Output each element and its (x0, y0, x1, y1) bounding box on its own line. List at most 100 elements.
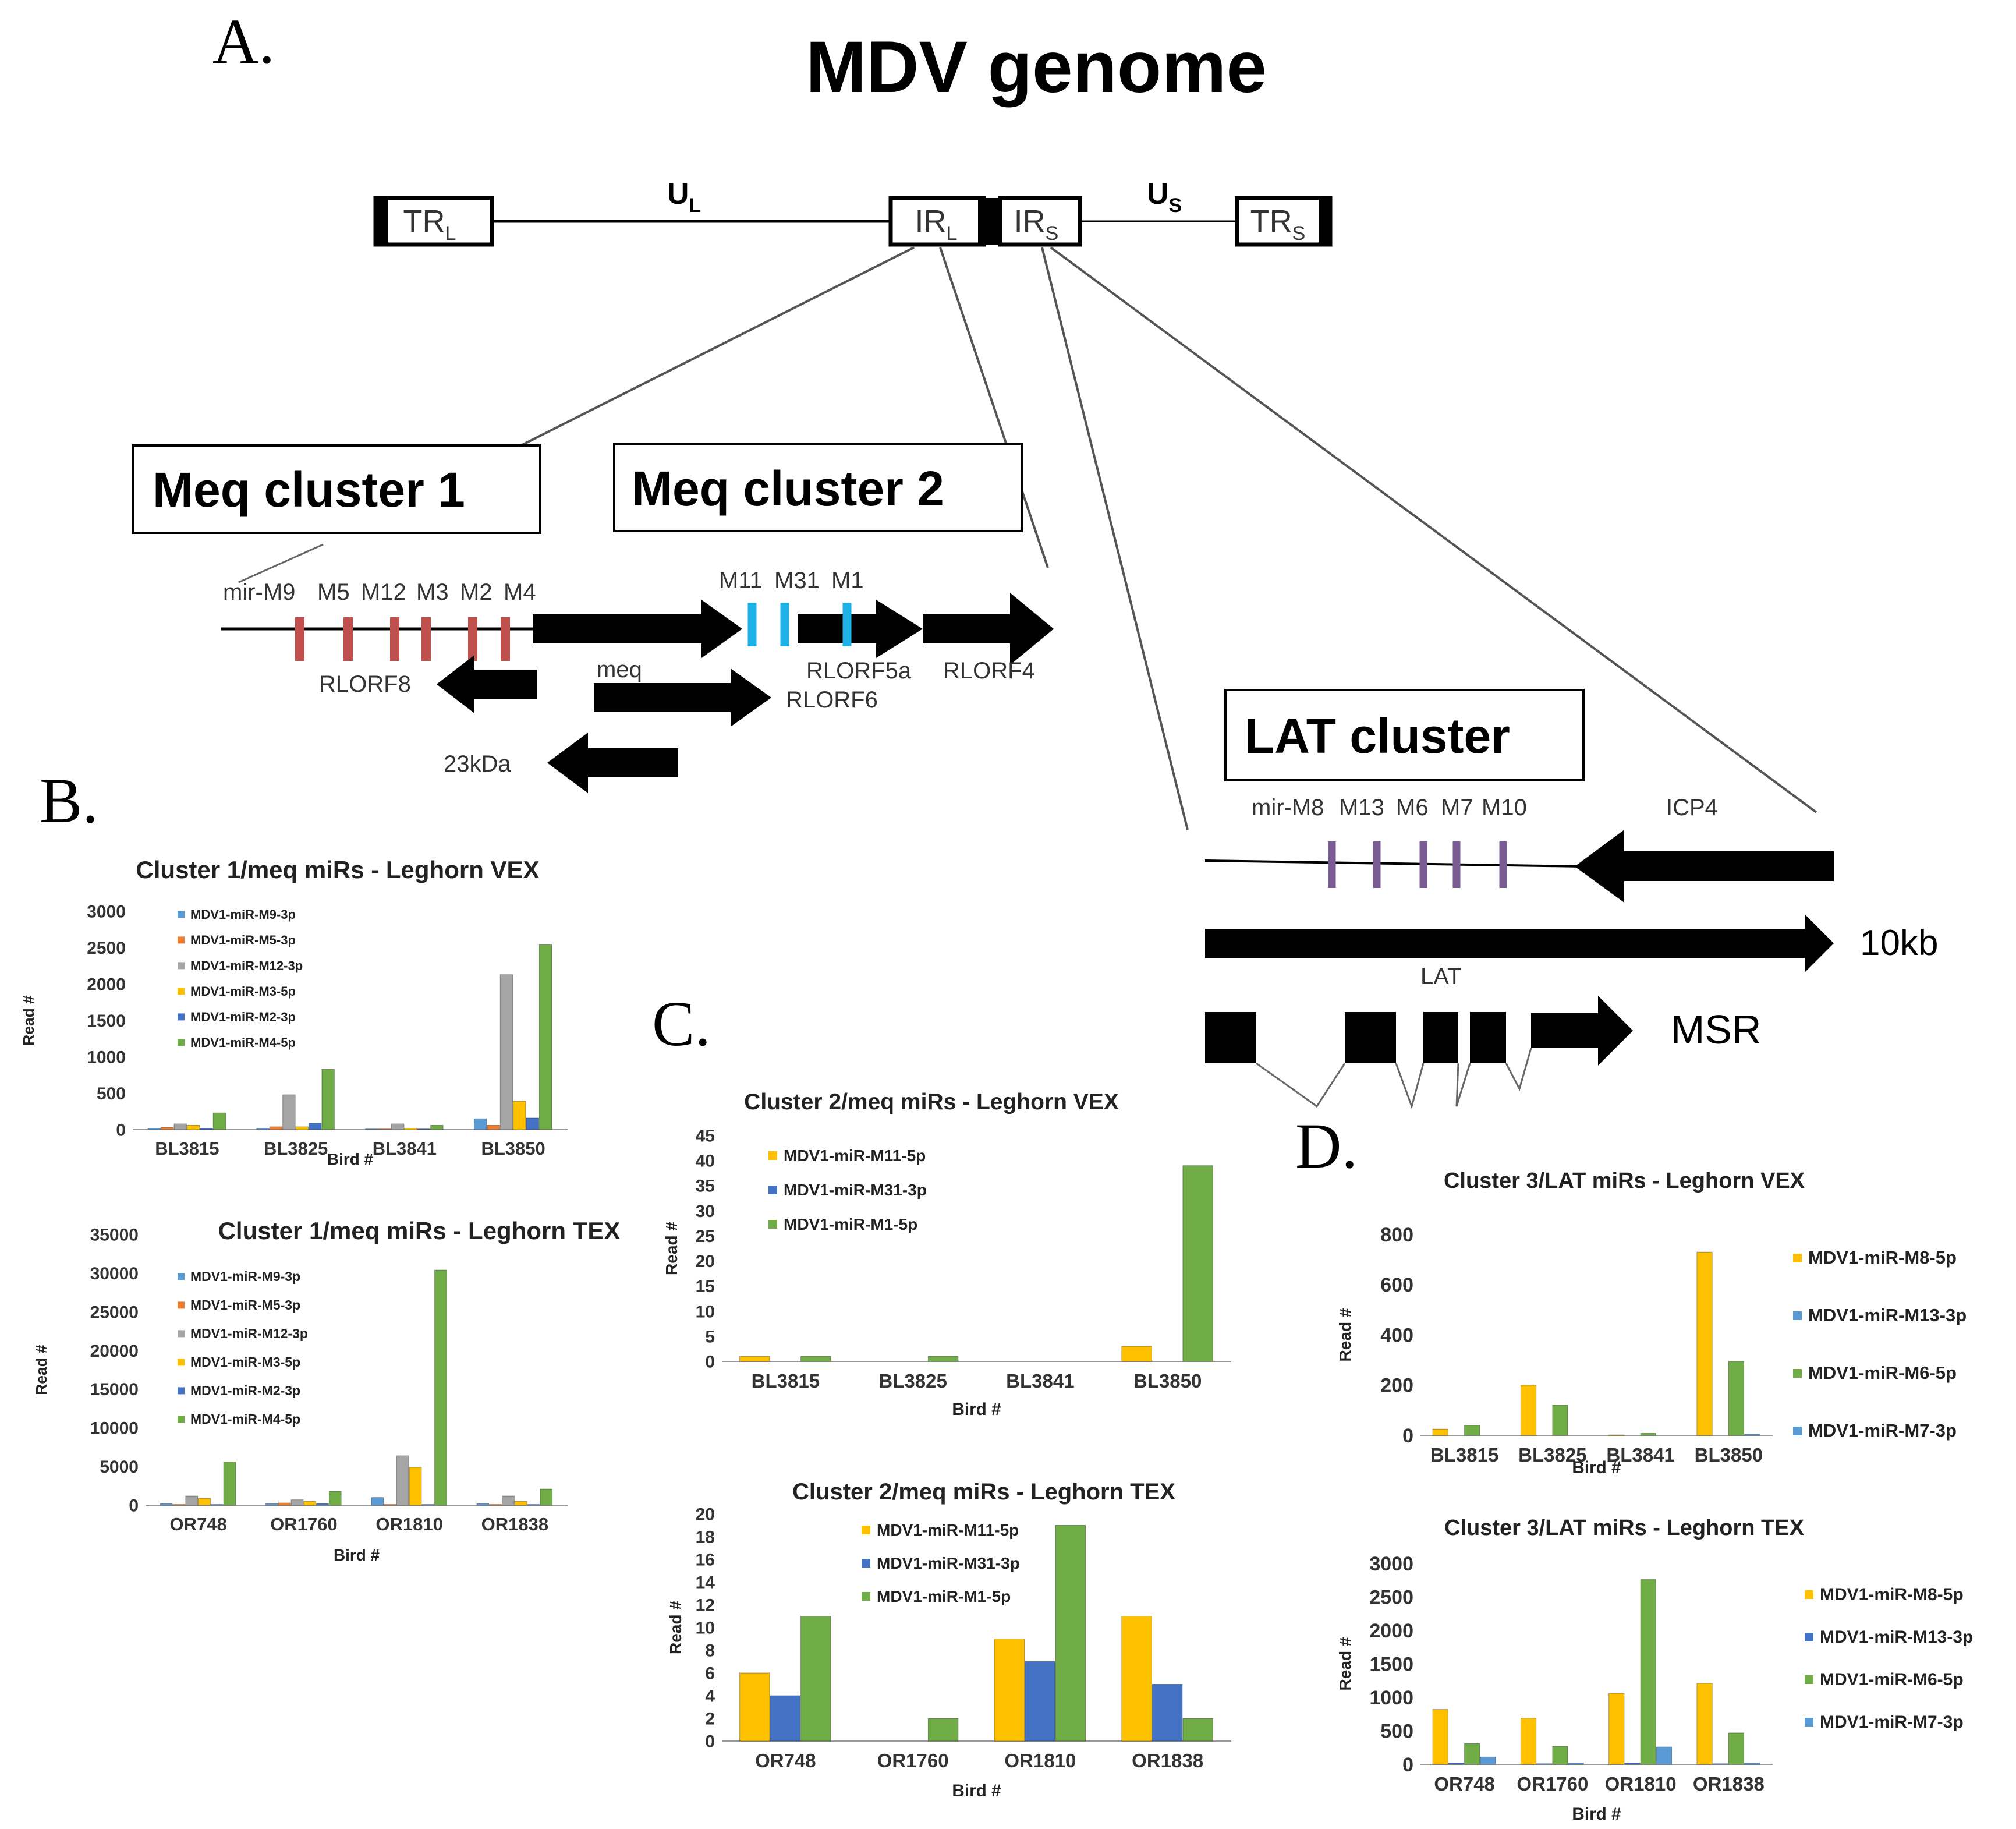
meq-arrow (594, 668, 771, 727)
meq1-mirna-marker (390, 617, 399, 661)
x-tick-label: OR748 (1434, 1773, 1495, 1795)
bar (1744, 1763, 1760, 1765)
msr-intron-3 (1455, 1063, 1471, 1107)
x-tick-label: BL3815 (155, 1138, 219, 1159)
bar (502, 1495, 515, 1506)
expand-line-irl-right (939, 247, 1049, 568)
rlorf6-label: RLORF6 (786, 687, 878, 713)
bar (430, 1125, 444, 1130)
lat-label: LAT (1420, 964, 1461, 989)
y-tick-label: 0 (1402, 1425, 1413, 1447)
y-tick-label: 1000 (1369, 1687, 1413, 1709)
y-axis-label: Read # (33, 1345, 50, 1395)
legend-swatch (862, 1559, 870, 1568)
mir-m8-label: mir-M8 (1252, 795, 1324, 820)
x-tick-label: OR1760 (1517, 1773, 1588, 1795)
trs-box: TRS (1235, 196, 1333, 247)
meq-cluster-2-box (613, 443, 1023, 532)
chart-cluster2-tex: Cluster 2/meq miRs - Leghorn TEX02468101… (667, 1479, 1231, 1800)
y-tick-label: 10000 (90, 1419, 139, 1438)
msr-exons (1205, 996, 1633, 1109)
legend-label: MDV1-miR-M3-5p (190, 984, 296, 999)
expand-line-irl-left (520, 246, 915, 447)
legend-label: MDV1-miR-M8-5p (1820, 1585, 1964, 1604)
rlorf4-label: RLORF4 (943, 658, 1035, 684)
legend-swatch (178, 1273, 185, 1280)
msr-exon-1 (1205, 1012, 1256, 1063)
x-tick-label: OR1810 (1605, 1773, 1677, 1795)
bar (1464, 1743, 1480, 1765)
y-tick-label: 3000 (87, 903, 126, 922)
bar (513, 1101, 526, 1130)
mir-m5-label: M5 (317, 579, 350, 605)
y-tick-label: 1500 (87, 1011, 126, 1031)
chart-title: Cluster 2/meq miRs - Leghorn TEX (792, 1479, 1175, 1505)
us-label: U (1147, 177, 1169, 211)
y-tick-label: 18 (696, 1528, 715, 1547)
kda23-label: 23kDa (444, 751, 511, 777)
bar (200, 1128, 213, 1130)
bar (770, 1695, 801, 1742)
bar (409, 1467, 422, 1506)
trl-label: TR (403, 204, 445, 239)
y-axis-label: Read # (1336, 1308, 1354, 1361)
trs-subscript: S (1292, 222, 1306, 245)
y-tick-label: 5 (705, 1327, 715, 1346)
bar (1640, 1579, 1656, 1765)
x-tick-label: BL3815 (1430, 1444, 1498, 1466)
legend-label: MDV1-miR-M4-5p (190, 1035, 296, 1050)
x-tick-label: OR1838 (1132, 1750, 1203, 1771)
chart-cluster2-vex: Cluster 2/meq miRs - Leghorn VEX05101520… (662, 1089, 1231, 1419)
meq2-mirna-marker (747, 603, 757, 646)
bar (378, 1128, 391, 1130)
panel-label-c: C. (652, 988, 711, 1059)
legend-label: MDV1-miR-M8-5p (1808, 1247, 1957, 1268)
irl-subscript: L (947, 222, 958, 245)
y-tick-label: 30 (696, 1202, 715, 1221)
y-tick-label: 2500 (87, 939, 126, 958)
legend-swatch (1793, 1369, 1802, 1378)
bar (371, 1497, 384, 1506)
bar (1432, 1428, 1448, 1436)
rlorf5a-label: RLORF5a (806, 658, 912, 684)
x-tick-label: OR748 (755, 1750, 816, 1771)
bar (290, 1499, 304, 1506)
legend-swatch (768, 1220, 777, 1229)
msr-intron-1 (1256, 1062, 1346, 1108)
x-tick-label: OR1838 (481, 1514, 548, 1534)
bar (212, 1112, 226, 1130)
expand-line-irs-left (1041, 247, 1189, 830)
y-tick-label: 10 (696, 1302, 715, 1321)
y-axis-label: Read # (667, 1601, 685, 1654)
y-tick-label: 2 (705, 1710, 715, 1729)
bar (1656, 1746, 1673, 1765)
irs-box: IRS (998, 196, 1082, 247)
legend-swatch (178, 1330, 185, 1338)
bar (526, 1117, 539, 1130)
bar (185, 1495, 199, 1506)
bar (223, 1462, 236, 1506)
bar (1025, 1661, 1055, 1742)
meq2-mirna-marker (842, 603, 852, 646)
mir-m13-label: M13 (1339, 795, 1384, 820)
x-axis-label: Bird # (952, 1781, 1001, 1800)
bar (295, 1126, 309, 1130)
trl-box: TRL (373, 196, 494, 247)
y-tick-label: 16 (696, 1551, 715, 1570)
bar (1432, 1709, 1448, 1765)
bar (927, 1356, 959, 1362)
bar (514, 1501, 527, 1506)
bar (1568, 1763, 1584, 1765)
y-tick-label: 40 (696, 1152, 715, 1171)
y-tick-label: 8 (705, 1641, 715, 1661)
mir-m10-label: M10 (1482, 795, 1527, 820)
x-tick-label: OR1760 (270, 1514, 337, 1534)
legend-swatch (178, 1013, 185, 1021)
legend-swatch (862, 1526, 870, 1534)
bar (739, 1672, 770, 1742)
mir-m3-label: M3 (416, 579, 449, 605)
y-tick-label: 30000 (90, 1264, 139, 1283)
legend-label: MDV1-miR-M5-3p (190, 1297, 300, 1313)
legend-swatch (768, 1186, 777, 1194)
